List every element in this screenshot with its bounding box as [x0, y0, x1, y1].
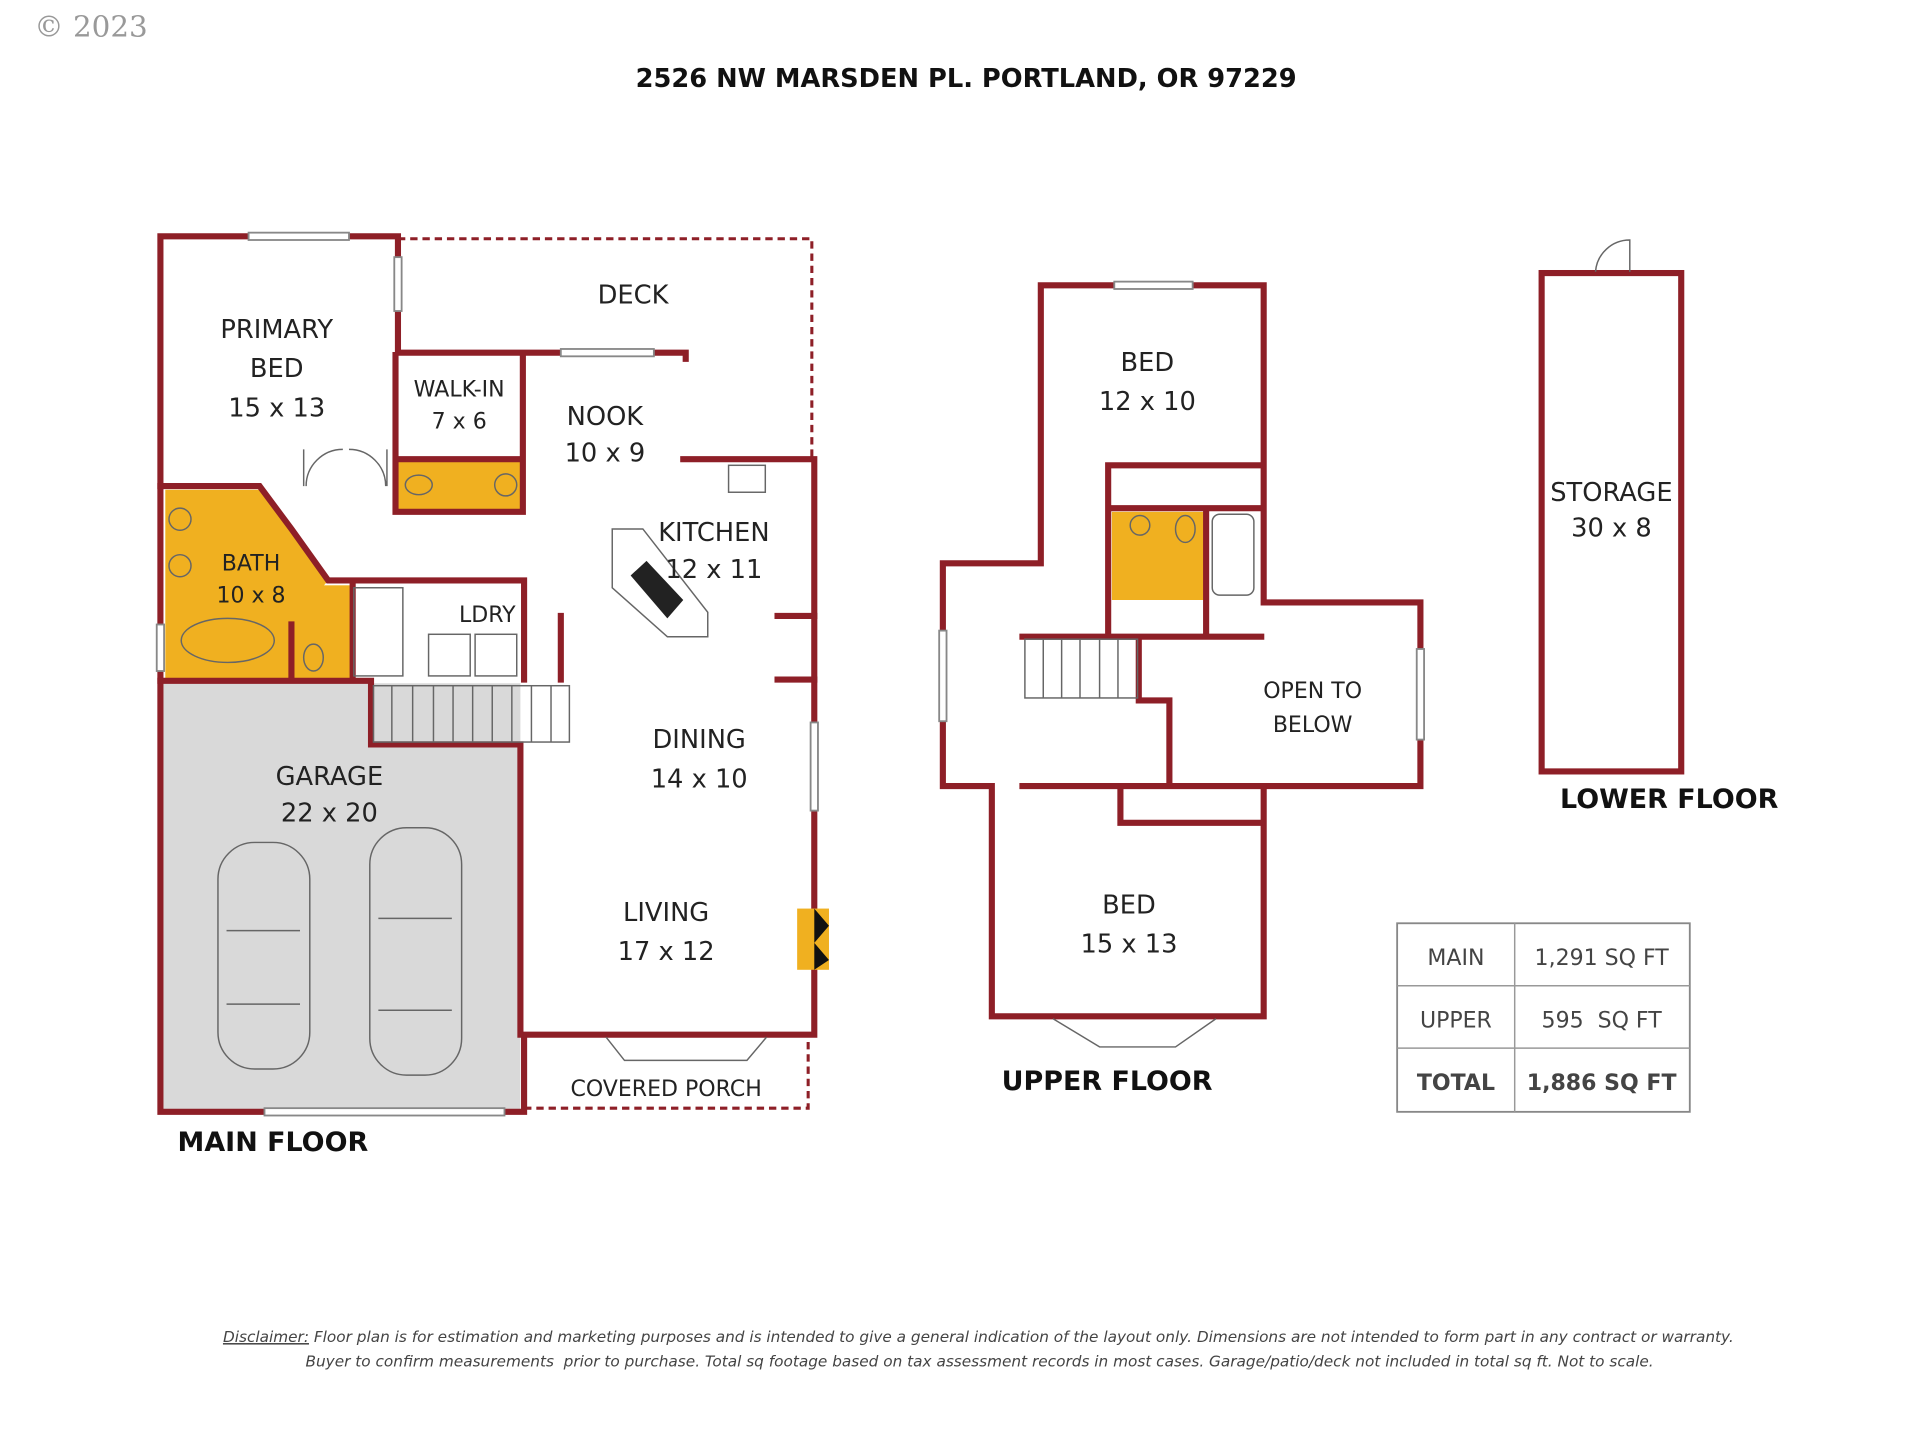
main-floor-plan: DECK PRIMARY BED 15 x 13 WALK-IN 7 x 6 N…	[155, 231, 829, 1158]
room-label-kitchen: KITCHEN	[658, 518, 769, 548]
covered-porch-outline	[524, 1034, 810, 1110]
room-dimensions: 30 x 8	[1571, 513, 1652, 543]
toilet-icon	[404, 474, 433, 496]
window	[938, 629, 948, 723]
room-label-primary-bed: BED	[250, 354, 304, 384]
fireplace-icon	[814, 908, 829, 970]
property-address-title: 2526 NW MARSDEN PL. PORTLAND, OR 97229	[636, 64, 1297, 94]
room-label-open-to-below: OPEN TO	[1263, 679, 1362, 704]
room-label-living: LIVING	[623, 898, 709, 928]
car-icon	[217, 841, 311, 1070]
disclaimer-line-1: Disclaimer: Floor plan is for estimation…	[223, 1328, 1734, 1346]
window	[1415, 648, 1426, 741]
room-label-bath: BATH	[222, 552, 281, 577]
lower-floor-plan: STORAGE 30 x 8 LOWER FLOOR	[1538, 239, 1779, 815]
room-label-deck: DECK	[598, 281, 670, 311]
window	[247, 231, 350, 241]
kitchen-island	[611, 528, 709, 638]
deck-outline	[397, 237, 814, 457]
washer-icon	[427, 633, 471, 677]
room-label-walk-in: WALK-IN	[414, 378, 505, 403]
room-dimensions: 12 x 11	[665, 555, 762, 585]
room-label-open-to-below: BELOW	[1273, 713, 1353, 738]
disclaimer-heading: Disclaimer:	[223, 1328, 309, 1346]
toilet-icon	[302, 643, 324, 672]
bay-window	[605, 1036, 768, 1062]
window	[559, 348, 655, 358]
main-interior-walls	[157, 352, 818, 1038]
room-dimensions: 15 x 13	[1080, 930, 1177, 960]
bay-window	[1052, 1018, 1217, 1048]
room-label-garage: GARAGE	[276, 762, 384, 792]
storage-room	[1538, 270, 1685, 775]
disclaimer-text: Floor plan is for estimation and marketi…	[314, 1328, 1734, 1346]
upper-interior-walls	[1019, 462, 1267, 826]
copyright-watermark: © 2023	[34, 10, 147, 44]
bathtub-icon	[180, 617, 276, 664]
double-door	[302, 448, 388, 487]
upper-floor-plan: BED 12 x 10 OPEN TO BELOW BED 15 x 13 UP…	[938, 280, 1426, 1097]
garage-floor	[162, 683, 521, 1110]
room-dimensions: 17 x 12	[618, 937, 715, 967]
door	[1594, 239, 1631, 272]
area-table: MAIN 1,291 SQ FT UPPER 595 SQ FT TOTAL 1…	[1396, 922, 1691, 1113]
room-label-dining: DINING	[653, 725, 746, 755]
toilet-icon	[1174, 514, 1196, 544]
garage-door	[263, 1107, 506, 1117]
window	[809, 721, 819, 812]
walkin-bath-fill	[397, 459, 521, 511]
area-value: 1,291 SQ FT	[1535, 946, 1670, 971]
floor-label-main: MAIN FLOOR	[178, 1127, 369, 1158]
room-dimensions: 10 x 8	[216, 583, 285, 608]
window	[393, 256, 403, 312]
room-label-bed: BED	[1121, 348, 1175, 378]
area-total-value: 1,886 SQ FT	[1527, 1071, 1677, 1096]
range-icon	[630, 560, 684, 619]
window	[155, 623, 165, 672]
area-label: MAIN	[1427, 946, 1484, 971]
room-dimensions: 22 x 20	[281, 799, 378, 829]
area-label: UPPER	[1420, 1008, 1492, 1033]
floor-label-upper: UPPER FLOOR	[1002, 1066, 1213, 1097]
floor-label-lower: LOWER FLOOR	[1560, 784, 1779, 815]
room-label-covered-porch: COVERED PORCH	[570, 1077, 761, 1102]
car-icon	[369, 827, 463, 1076]
room-dimensions: 10 x 9	[565, 439, 646, 469]
upper-exterior-walls	[939, 282, 1424, 1020]
room-label-laundry: LDRY	[459, 603, 516, 628]
toilet-room-fill	[291, 585, 353, 681]
stairs	[372, 684, 571, 743]
room-dimensions: 7 x 6	[432, 410, 487, 435]
shower-icon	[353, 587, 404, 677]
room-label-nook: NOOK	[567, 402, 645, 432]
stairs	[1024, 638, 1139, 699]
room-label-primary-bed: PRIMARY	[220, 315, 333, 345]
upper-bath-fill	[1111, 511, 1205, 600]
room-dimensions: 14 x 10	[651, 764, 748, 794]
sink-icon	[1129, 514, 1151, 536]
area-value: 595 SQ FT	[1542, 1008, 1663, 1033]
sink-icon	[168, 553, 192, 578]
kitchen-sink-icon	[727, 464, 767, 493]
sink-icon	[168, 507, 192, 531]
disclaimer-line-2: Buyer to confirm measurements prior to p…	[305, 1353, 1653, 1371]
bathtub-icon	[1211, 513, 1255, 596]
room-dimensions: 15 x 13	[228, 393, 325, 423]
room-label-storage: STORAGE	[1550, 478, 1672, 508]
sink-icon	[493, 473, 518, 497]
primary-bath-fill	[165, 489, 329, 680]
area-total-label: TOTAL	[1417, 1071, 1495, 1096]
window	[1113, 280, 1194, 290]
room-label-bed: BED	[1102, 890, 1156, 920]
room-dimensions: 12 x 10	[1099, 387, 1196, 417]
dryer-icon	[474, 633, 518, 677]
